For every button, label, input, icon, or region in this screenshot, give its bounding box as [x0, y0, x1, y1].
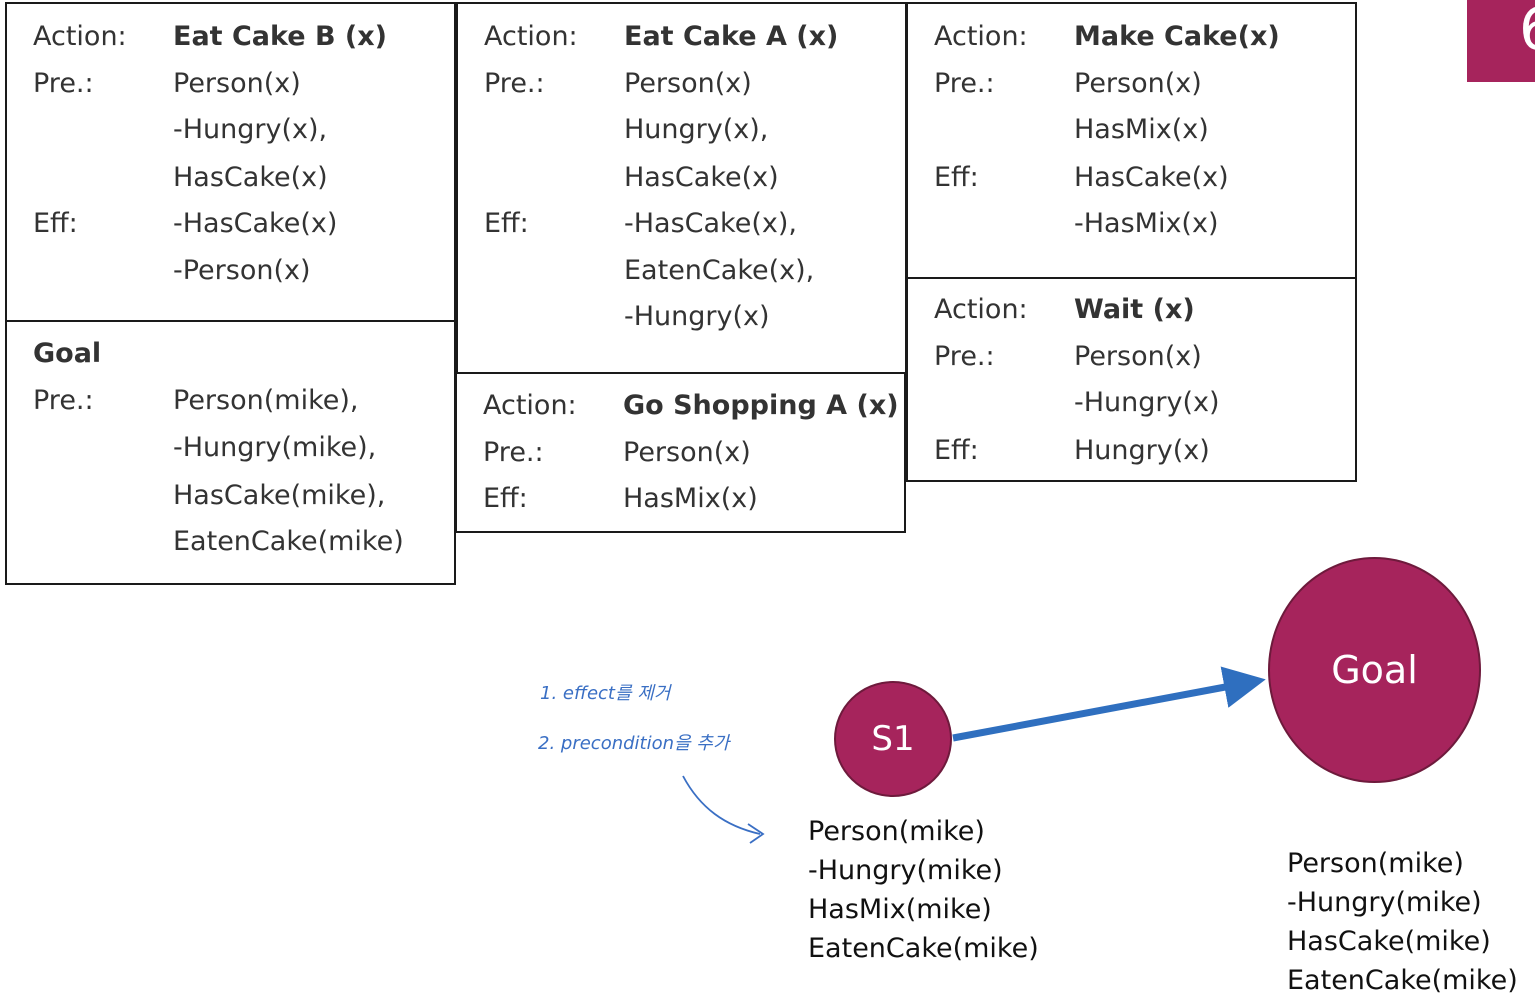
s1-state-item: EatenCake(mike)	[808, 933, 1039, 964]
action-box-wait: Action: Wait (x) Pre.: Person(x) -Hungry…	[906, 277, 1357, 482]
goal-pre-item: -Hungry(mike),	[173, 432, 377, 463]
goal-node-label: Goal	[1331, 648, 1418, 692]
action-name: Eat Cake A (x)	[624, 21, 839, 52]
eff-item: -HasMix(x)	[1074, 208, 1219, 239]
handwritten-note-1: 1. effect를 제거	[540, 683, 671, 704]
s1-node: S1	[834, 681, 952, 797]
action-name: Make Cake(x)	[1074, 21, 1280, 52]
pre-label: Pre.:	[33, 385, 94, 416]
eff-item: -HasCake(x),	[624, 208, 797, 239]
eff-item: HasMix(x)	[623, 483, 758, 514]
goal-pre-item: HasCake(mike),	[173, 480, 386, 511]
action-label: Action:	[484, 21, 578, 52]
slide-number: 6	[1519, 0, 1535, 64]
eff-label: Eff:	[484, 208, 529, 239]
s1-state-item: HasMix(mike)	[808, 894, 992, 925]
action-label: Action:	[483, 390, 577, 421]
action-name: Go Shopping A (x)	[623, 390, 899, 421]
goal-state-item: EatenCake(mike)	[1287, 965, 1518, 996]
pre-item: Person(x)	[1074, 68, 1202, 99]
pre-item: HasCake(x)	[624, 162, 779, 193]
s1-label: S1	[871, 719, 915, 759]
goal-node: Goal	[1268, 557, 1481, 783]
action-box-eat-cake-b: Action: Eat Cake B (x) Pre.: Person(x) -…	[5, 2, 456, 322]
goal-state-item: HasCake(mike)	[1287, 926, 1491, 957]
eff-item: HasCake(x)	[1074, 162, 1229, 193]
goal-box: Goal Pre.: Person(mike), -Hungry(mike), …	[5, 320, 456, 585]
handwritten-arrowhead	[747, 823, 765, 844]
s1-state-item: -Hungry(mike)	[808, 855, 1003, 886]
goal-state-item: Person(mike)	[1287, 848, 1464, 879]
eff-label: Eff:	[483, 483, 528, 514]
eff-item: -HasCake(x)	[173, 208, 338, 239]
action-box-eat-cake-a: Action: Eat Cake A (x) Pre.: Person(x) H…	[456, 2, 907, 374]
pre-item: -Hungry(x),	[173, 114, 328, 145]
pre-label: Pre.:	[934, 341, 995, 372]
eff-label: Eff:	[33, 208, 78, 239]
action-label: Action:	[33, 21, 127, 52]
s1-to-goal-arrow	[952, 666, 1266, 742]
pre-label: Pre.:	[483, 437, 544, 468]
eff-label: Eff:	[934, 162, 979, 193]
pre-label: Pre.:	[934, 68, 995, 99]
action-box-go-shopping-a: Action: Go Shopping A (x) Pre.: Person(x…	[455, 372, 906, 533]
pre-item: HasMix(x)	[1074, 114, 1209, 145]
pre-label: Pre.:	[484, 68, 545, 99]
action-name: Wait (x)	[1074, 294, 1195, 325]
goal-pre-item: Person(mike),	[173, 385, 359, 416]
eff-item: Hungry(x)	[1074, 435, 1210, 466]
goal-state-item: -Hungry(mike)	[1287, 887, 1482, 918]
action-name: Eat Cake B (x)	[173, 21, 388, 52]
pre-item: Person(x)	[1074, 341, 1202, 372]
goal-state-list: Person(mike) -Hungry(mike) HasCake(mike)…	[1287, 844, 1518, 1000]
handwritten-arrow	[682, 775, 761, 835]
pre-item: Person(x)	[623, 437, 751, 468]
pre-label: Pre.:	[33, 68, 94, 99]
eff-label: Eff:	[934, 435, 979, 466]
s1-state-item: Person(mike)	[808, 816, 985, 847]
action-box-make-cake: Action: Make Cake(x) Pre.: Person(x) Has…	[906, 2, 1357, 279]
pre-item: HasCake(x)	[173, 162, 328, 193]
slide-number-tab: 6	[1467, 0, 1535, 82]
pre-item: Hungry(x),	[624, 114, 769, 145]
eff-item: -Hungry(x)	[624, 301, 770, 332]
eff-item: EatenCake(x),	[624, 255, 815, 286]
pre-item: Person(x)	[624, 68, 752, 99]
pre-item: -Hungry(x)	[1074, 387, 1220, 418]
action-label: Action:	[934, 294, 1028, 325]
pre-item: Person(x)	[173, 68, 301, 99]
action-label: Action:	[934, 21, 1028, 52]
handwritten-note-2: 2. precondition을 추가	[538, 733, 730, 754]
goal-pre-item: EatenCake(mike)	[173, 526, 404, 557]
goal-title: Goal	[33, 338, 102, 369]
eff-item: -Person(x)	[173, 255, 311, 286]
s1-state-list: Person(mike) -Hungry(mike) HasMix(mike) …	[808, 812, 1039, 968]
